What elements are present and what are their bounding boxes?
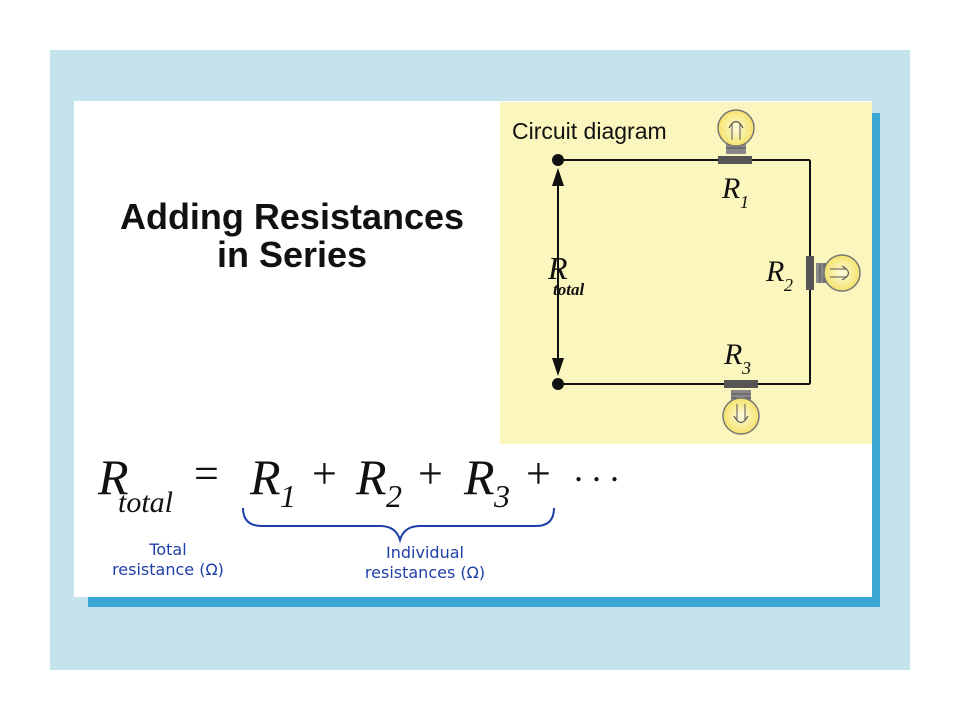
r2-resistor-bar (806, 256, 814, 290)
r3-symbol: R (724, 338, 743, 371)
rtotal-subscript: total (553, 280, 585, 299)
eq-r3-subscript: 3 (494, 478, 510, 514)
rtotal-symbol: R (548, 250, 568, 286)
slide-title: Adding Resistances in Series (62, 198, 522, 274)
bulb-r2-icon (816, 254, 861, 292)
r3-subscript: 3 (742, 358, 751, 378)
eq-r2-subscript: 2 (386, 478, 402, 514)
individual-caption-line2: resistances (Ω) (364, 563, 486, 582)
total-resistance-caption: Total resistance (Ω) (86, 540, 250, 580)
individual-caption-line1: Individual (386, 543, 464, 562)
circuit-diagram-label: Circuit diagram (512, 118, 667, 144)
r1-subscript: 1 (740, 192, 749, 212)
r3-resistor-bar (724, 380, 758, 388)
individual-brace (242, 507, 555, 544)
individual-resistances-caption: Individual resistances (Ω) (330, 543, 520, 583)
title-line-2: in Series (216, 234, 368, 275)
eq-lhs-symbol: R (98, 449, 129, 505)
eq-equals: = (194, 449, 219, 498)
rtotal-label: R (548, 250, 568, 287)
eq-plus-2: + (418, 449, 443, 498)
r2-symbol: R (766, 255, 785, 288)
rtotal-arrow-up-icon (552, 168, 564, 186)
bulb-r1-icon (717, 109, 755, 154)
eq-ellipsis: . . . (574, 449, 619, 489)
total-caption-line2: resistance (Ω) (112, 560, 224, 579)
terminal-top (552, 154, 564, 166)
eq-plus-1: + (312, 449, 337, 498)
r1-symbol: R (722, 172, 741, 205)
r2-subscript: 2 (784, 275, 793, 295)
terminal-bottom (552, 378, 564, 390)
eq-plus-3: + (526, 449, 551, 498)
title-line-1: Adding Resistances (119, 196, 465, 237)
bulb-r3-icon (722, 390, 760, 435)
total-caption-line1: Total (149, 540, 187, 559)
r1-resistor-bar (718, 156, 752, 164)
eq-r3-symbol: R (464, 449, 495, 505)
rtotal-arrow-down-icon (552, 358, 564, 376)
eq-lhs-subscript: total (118, 486, 174, 519)
eq-r2-symbol: R (356, 449, 387, 505)
eq-r1-symbol: R (250, 449, 281, 505)
eq-r1-subscript: 1 (280, 478, 296, 514)
